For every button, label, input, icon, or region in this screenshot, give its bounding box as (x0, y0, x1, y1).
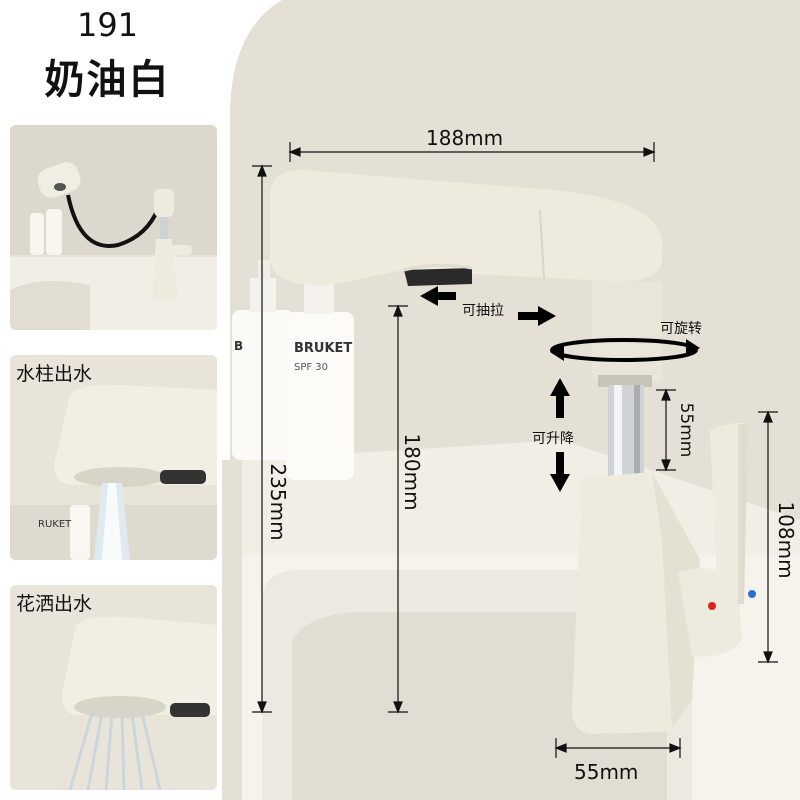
feature-rotate: 可旋转 (660, 321, 702, 337)
color-name: 奶油白 (44, 57, 171, 103)
stream-scene: RUKET (10, 355, 217, 560)
thumbnail-stream: RUKET 水柱出水 (10, 355, 217, 560)
lift-arrow (550, 378, 570, 492)
main-photo: BRUKET SPF 30 B (222, 0, 800, 800)
pull-out-arrow (420, 286, 556, 326)
thumbnail-label: 水柱出水 (16, 363, 93, 385)
thumbnail-label: 花洒出水 (16, 593, 93, 615)
dimension-base-width: 55mm (574, 760, 639, 784)
bottle-brand-left: B (234, 339, 243, 353)
bottle-brand: BRUKET (294, 341, 352, 356)
dimension-handle-height: 108mm (774, 501, 798, 579)
spray-scene (10, 585, 217, 790)
thumbnail-spray: 花洒出水 (10, 585, 217, 790)
dimension-total-height: 235mm (266, 463, 290, 541)
cold-indicator (748, 590, 756, 598)
thumbnail-pullout (10, 125, 217, 330)
pullout-scene (10, 125, 217, 330)
rotate-arrow (550, 338, 700, 362)
bottle-spf: SPF 30 (294, 362, 328, 373)
bottle-label-thumb: RUKET (38, 519, 72, 530)
dimension-spout-height: 180mm (400, 433, 424, 511)
dimension-lines (252, 142, 778, 758)
feature-lift: 可升降 (532, 431, 574, 447)
feature-pull-out: 可抽拉 (462, 303, 504, 319)
dimension-lift-range: 55mm (676, 402, 696, 458)
dimension-top-width: 188mm (426, 126, 504, 150)
hot-indicator (708, 602, 716, 610)
faucet-scene: BRUKET SPF 30 B (222, 0, 800, 800)
model-number: 191 (76, 6, 139, 44)
